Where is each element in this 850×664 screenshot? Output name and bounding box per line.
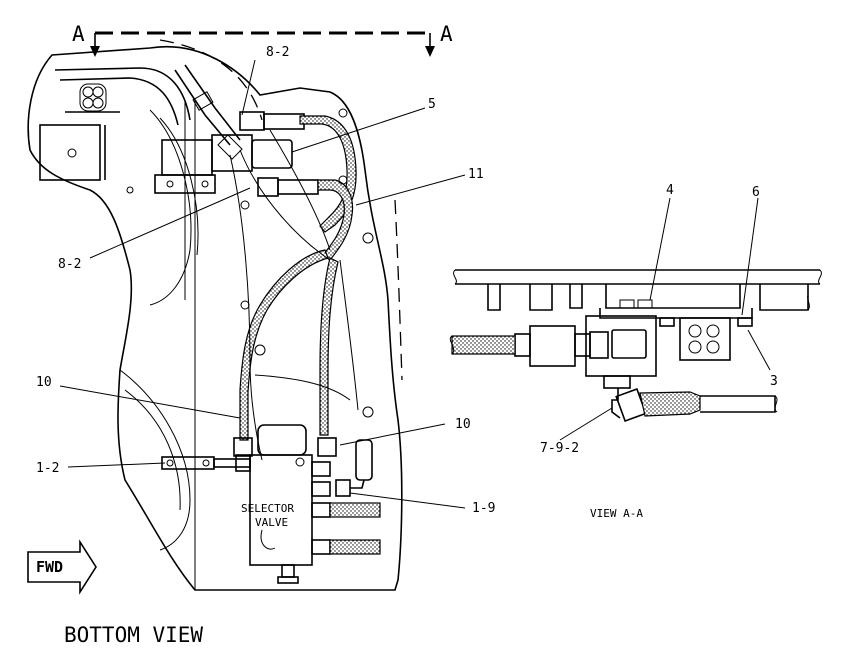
callout-1-2: 1-2 [36,461,59,476]
title-view-a-a: VIEW A-A [590,507,643,520]
callout-7-9-2: 7-9-2 [540,441,579,456]
upper-hoses [257,108,357,261]
selector-valve-label-1: SELECTOR [241,502,294,515]
callout-4: 4 [666,183,674,198]
valve-5 [239,111,305,169]
callout-10-left: 10 [36,375,52,390]
section-line-a-a: A A [72,22,453,57]
callout-6: 6 [752,185,760,200]
selector-valve-body: SELECTOR VALVE [233,424,381,584]
section-label-right: A [440,22,453,46]
selector-valve-label-2: VALVE [255,516,288,529]
callout-10-right: 10 [455,417,471,432]
frame-outline [27,39,403,591]
view-a-a: 4 6 3 7-9-2 VIEW A-A [449,183,822,520]
upper-manifold [154,64,253,194]
section-label-left: A [72,22,85,46]
callout-8-2-top: 8-2 [266,45,289,60]
fwd-arrow: FWD [27,539,97,595]
fwd-label: FWD [36,558,63,576]
callout-1-9: 1-9 [472,501,495,516]
title-bottom-view: BOTTOM VIEW [64,623,203,647]
callout-8-2-left: 8-2 [58,257,81,272]
callouts-bottom-view: 8-2 5 11 8-2 10 10 1-2 1-9 [36,45,495,516]
callout-11: 11 [468,167,484,182]
main-hoses [126,129,374,461]
upper-left-bracket [39,67,191,181]
callout-5: 5 [428,97,436,112]
guide-arcs-left [119,100,199,590]
callout-3: 3 [770,374,778,389]
